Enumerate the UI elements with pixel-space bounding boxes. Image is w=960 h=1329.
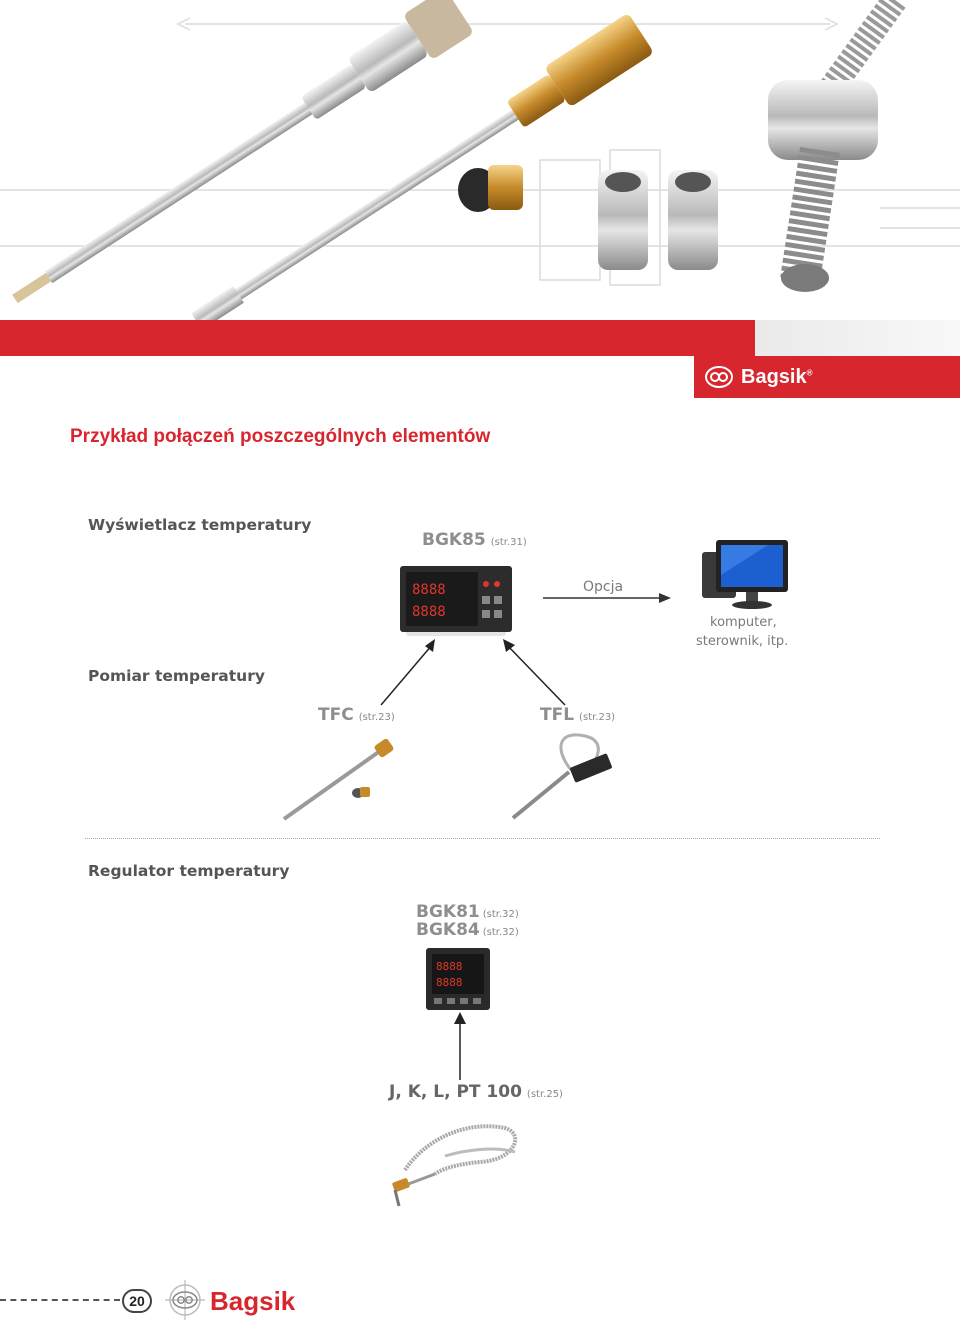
computer-monitor-icon [702, 540, 788, 609]
header-band-shadow [755, 320, 960, 356]
jklpt-name: J, K, L, PT 100 [389, 1082, 522, 1102]
bgk81-name: BGK81 [416, 902, 480, 922]
svg-text:8888: 8888 [436, 960, 463, 973]
bgk85-display-device: 8888 8888 [400, 566, 512, 636]
option-target-line2: sterownik, itp. [696, 634, 789, 649]
adapter-fittings [598, 170, 718, 270]
tfl-name: TFL [540, 705, 575, 725]
svg-text:8888: 8888 [412, 582, 446, 598]
bgk85-ref: (str.31) [490, 537, 527, 548]
pressure-probe-middle [191, 15, 652, 330]
footer-dashed-rule [0, 1299, 120, 1301]
tfc-ref: (str.23) [358, 712, 395, 723]
bgk84-caption: BGK84(str.32) [416, 920, 519, 940]
section-divider [85, 838, 880, 839]
tfc-sensor-image [282, 738, 394, 821]
svg-text:8888: 8888 [412, 604, 446, 620]
header-brand: Bagsik® [705, 362, 813, 392]
bagsik-crosshair-logo-icon [165, 1280, 205, 1320]
armored-cable [768, 0, 906, 292]
page-heading: Przykład połączeń poszczególnych element… [70, 426, 491, 447]
svg-text:8888: 8888 [436, 976, 463, 989]
footer-brand-name: Bagsik [210, 1286, 296, 1316]
option-label: Opcja [583, 579, 624, 595]
bgk84-ref: (str.32) [482, 927, 519, 938]
section-regulator-label: Regulator temperatury [88, 862, 290, 880]
tfl-sensor-image [511, 733, 612, 820]
hero-product-photo [0, 0, 960, 330]
measurement-arrows [380, 639, 566, 706]
header-brand-tab [694, 356, 960, 398]
regulator-arrow [454, 1012, 466, 1080]
bgk81-regulator-device: 8888 8888 [426, 948, 490, 1010]
bgk84-name: BGK84 [416, 920, 480, 940]
pressure-probe-left [12, 0, 472, 304]
connector-plug [458, 165, 523, 212]
tfc-name: TFC [318, 705, 354, 725]
section-measurement-label: Pomiar temperatury [88, 667, 265, 685]
option-target-line1: komputer, [710, 615, 777, 630]
brand-name: Bagsik [741, 365, 807, 388]
bgk85-name: BGK85 [422, 530, 486, 550]
thermocouple-cable-image [392, 1124, 518, 1207]
page-number: 20 [122, 1289, 152, 1313]
registered-mark: ® [806, 367, 813, 377]
bgk81-ref: (str.32) [482, 909, 519, 920]
bgk81-caption: BGK81(str.32) [416, 902, 519, 922]
bagsik-logo-icon [705, 366, 733, 388]
jklpt-ref: (str.25) [526, 1089, 563, 1100]
tfl-caption: TFL (str.23) [540, 705, 615, 725]
bgk85-caption: BGK85 (str.31) [422, 530, 527, 550]
section-display-label: Wyświetlacz temperatury [88, 516, 312, 534]
tfl-ref: (str.23) [579, 712, 616, 723]
jklpt-caption: J, K, L, PT 100 (str.25) [389, 1082, 563, 1102]
tfc-caption: TFC (str.23) [318, 705, 395, 725]
hero-illustration [0, 0, 960, 330]
header-red-band [0, 320, 760, 356]
option-arrow [543, 593, 671, 603]
